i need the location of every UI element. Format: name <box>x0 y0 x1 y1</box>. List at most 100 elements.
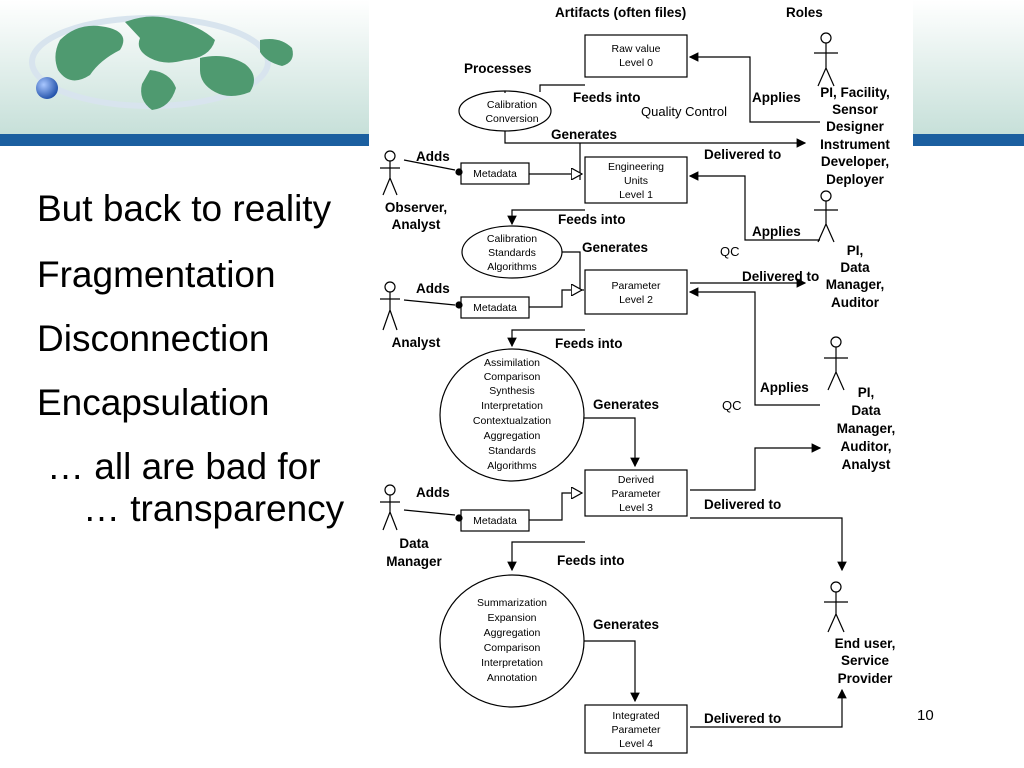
label-generates-4: Generates <box>593 617 659 632</box>
process-assim-line4: Interpretation <box>481 400 543 412</box>
role-pi-facility-3: Designer <box>826 119 885 134</box>
label-delivered-to-3: Delivered to <box>704 497 781 512</box>
process-assim-line8: Algorithms <box>487 460 537 472</box>
label-delivered-to-1: Delivered to <box>704 147 781 162</box>
metadata-2: Metadata <box>460 296 530 319</box>
artifact-derived-line1: Derived <box>618 474 654 486</box>
role-pi-facility-4: Instrument <box>820 137 890 152</box>
label-feeds-into-3: Feeds into <box>555 336 623 351</box>
role-pi-facility-5: Developer, <box>821 154 889 169</box>
globe-icon <box>36 77 58 99</box>
artifact-param-line2: Level 2 <box>619 294 653 306</box>
label-generates-2: Generates <box>582 240 648 255</box>
process-assim-line2: Comparison <box>484 371 541 383</box>
diagram-panel: Artifacts (often files) Roles Processes … <box>369 0 913 768</box>
actor-data-manager-icon <box>380 484 400 531</box>
role-pi-dma-3: Manager, <box>837 421 896 436</box>
label-generates-3: Generates <box>593 397 659 412</box>
role-observer-1: Observer, <box>385 200 447 215</box>
process-assim-line7: Standards <box>488 445 536 457</box>
actor-icons <box>380 32 848 633</box>
role-pi-dma-2: Data <box>851 403 881 418</box>
slide-text: But back to reality Fragmentation Discon… <box>37 188 357 554</box>
connectors <box>403 52 847 728</box>
process-assim-line5: Contextualzation <box>473 415 551 427</box>
process-assim-line6: Aggregation <box>484 430 541 442</box>
metadata-1-label: Metadata <box>473 168 517 180</box>
artifact-raw: Raw value Level 0 <box>584 34 688 78</box>
metadata-3-label: Metadata <box>473 515 517 527</box>
label-adds-2: Adds <box>416 281 450 296</box>
bullet-encapsulation: Encapsulation <box>37 382 270 423</box>
actor-pi-data-manager-icon <box>814 190 838 243</box>
process-std-line1: Calibration <box>487 233 537 245</box>
artifact-integrated-line3: Level 4 <box>619 738 653 750</box>
role-data-manager-1: Data <box>399 536 429 551</box>
role-pi-facility-1: PI, Facility, <box>820 85 890 100</box>
artifact-integrated-line2: Parameter <box>611 724 661 736</box>
role-pi-dma-4: Auditor, <box>841 439 892 454</box>
label-qc-1: QC <box>720 244 740 259</box>
artifact-integrated-line1: Integrated <box>612 710 659 722</box>
role-pi-dma-1: PI, <box>858 385 875 400</box>
artifact-integrated: Integrated Parameter Level 4 <box>584 704 688 754</box>
role-pi-dma-5: Analyst <box>842 457 891 472</box>
label-feeds-into-1: Feeds into <box>573 90 641 105</box>
process-cal-line1: Calibration <box>487 99 537 111</box>
role-data-manager-2: Manager <box>386 554 442 569</box>
role-pi-facility-2: Sensor <box>832 102 879 117</box>
label-delivered-to-2: Delivered to <box>742 269 819 284</box>
process-summ-line5: Interpretation <box>481 657 543 669</box>
process-summ-line6: Annotation <box>487 672 537 684</box>
label-delivered-to-4: Delivered to <box>704 711 781 726</box>
artifact-param-line1: Parameter <box>611 280 661 292</box>
bullet-transparency: … all are bad for … transparency <box>47 446 345 529</box>
actor-end-user-icon <box>824 581 848 633</box>
artifact-derived: Derived Parameter Level 3 <box>584 469 688 517</box>
metadata-3: Metadata <box>460 509 530 532</box>
label-feeds-into-4: Feeds into <box>557 553 625 568</box>
artifact-derived-line2: Parameter <box>611 488 661 500</box>
role-pi-dm-2: Data <box>840 260 870 275</box>
process-std-line3: Algorithms <box>487 261 537 273</box>
col-processes-label: Processes <box>464 61 532 76</box>
artifact-derived-line3: Level 3 <box>619 502 653 514</box>
role-analyst: Analyst <box>392 335 441 350</box>
artifact-eng-line2: Units <box>624 175 648 187</box>
artifact-eng: Engineering Units Level 1 <box>584 156 688 204</box>
world-map-logo <box>29 15 293 110</box>
process-standards: Calibration Standards Algorithms <box>461 225 563 279</box>
process-cal-line2: Conversion <box>485 113 538 125</box>
label-applies-2: Applies <box>752 224 801 239</box>
bullet-reality: But back to reality <box>37 188 332 229</box>
label-applies-1: Applies <box>752 90 801 105</box>
actor-pi-facility-icon <box>814 32 838 87</box>
role-pi-facility-6: Deployer <box>826 172 885 187</box>
col-roles-label: Roles <box>786 5 823 20</box>
artifact-raw-line1: Raw value <box>611 43 660 55</box>
metadata-2-label: Metadata <box>473 302 517 314</box>
label-qc-2: QC <box>722 398 742 413</box>
label-adds-1: Adds <box>416 149 450 164</box>
actor-analyst-icon <box>380 281 400 331</box>
label-applies-3: Applies <box>760 380 809 395</box>
bullet-disconnection: Disconnection <box>37 318 270 359</box>
artifact-param: Parameter Level 2 <box>584 269 688 315</box>
process-assim-line3: Synthesis <box>489 385 535 397</box>
roles-labels: PI, Facility, Sensor Designer Instrument… <box>385 85 896 686</box>
label-adds-3: Adds <box>416 485 450 500</box>
label-quality-control: Quality Control <box>641 104 727 119</box>
process-assimilation: Assimilation Comparison Synthesis Interp… <box>439 348 585 482</box>
role-end-user-1: End user, <box>835 636 896 651</box>
col-artifacts-label: Artifacts (often files) <box>555 5 686 20</box>
process-assim-line1: Assimilation <box>484 357 540 369</box>
metadata-1: Metadata <box>460 162 530 185</box>
role-pi-dm-3: Manager, <box>826 277 885 292</box>
process-summ-line2: Expansion <box>487 612 536 624</box>
actor-pi-data-manager-analyst-icon <box>824 336 848 391</box>
role-pi-dm-4: Auditor <box>831 295 880 310</box>
process-calibration: Calibration Conversion <box>458 90 552 132</box>
role-pi-dm-1: PI, <box>847 243 864 258</box>
label-feeds-into-2: Feeds into <box>558 212 626 227</box>
actor-observer-icon <box>380 150 400 196</box>
